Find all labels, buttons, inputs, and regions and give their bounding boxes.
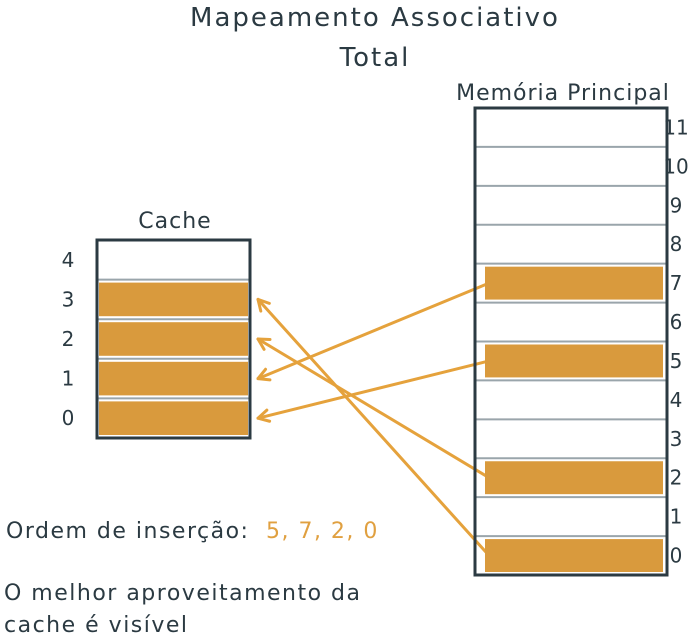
cache-label: Cache [138,209,211,234]
cache-slot-fill-1 [99,361,248,396]
mapping-arrows [256,281,491,558]
memory-index-6: 6 [670,310,683,334]
memory-block-fill-7 [485,266,663,300]
diagram-title-line2: Total [339,43,411,73]
insertion-order-label: Ordem de inserção: 5, 7, 2, 0 [6,519,379,544]
memory-block-fill-2 [485,461,663,495]
cache-index-2: 2 [62,327,75,351]
cache-index-1: 1 [62,367,75,391]
memory-index-9: 9 [670,193,683,217]
cache-index-3: 3 [62,287,75,311]
memory-index-3: 3 [670,427,683,451]
cache-block: 0 1 2 3 4 [62,238,252,440]
insertion-order-text: Ordem de inserção: [6,519,249,544]
note-line2: cache é visível [4,613,189,638]
memory-block-fill-0 [485,539,663,572]
memory-label: Memória Principal [456,81,670,106]
cache-slot-fill-0 [99,401,248,435]
cache-index-0: 0 [62,406,75,430]
arrowhead-0 [256,408,272,423]
mapping-arrow-2-to-2 [256,337,491,480]
memory-outline [473,106,669,577]
mapping-arrow-5-to-0 [256,359,491,420]
memory-index-4: 4 [670,388,683,412]
note-line1: O melhor aproveitamento da [4,581,362,606]
cache-slot-fill-2 [99,322,248,356]
arrowhead-1 [256,367,272,382]
diagram-title-line1: Mapeamento Associativo [190,3,560,33]
memory-index-1: 1 [670,505,683,529]
memory-index-8: 8 [670,232,683,256]
arrowhead-2 [256,337,272,351]
memory-index-2: 2 [670,466,683,490]
mapping-arrow-0-to-3 [256,297,491,558]
memory-index-0: 0 [670,544,683,568]
cache-outline [95,238,252,440]
memory-block-fill-5 [485,344,663,378]
insertion-order-values: 5, 7, 2, 0 [266,519,379,544]
arrowhead-3 [256,297,271,313]
memory-index-7: 7 [670,271,683,295]
cache-slot-fill-3 [99,282,248,317]
cache-index-4: 4 [62,248,75,272]
mapping-arrow-7-to-1 [256,281,491,381]
memory-index-5: 5 [670,349,683,373]
